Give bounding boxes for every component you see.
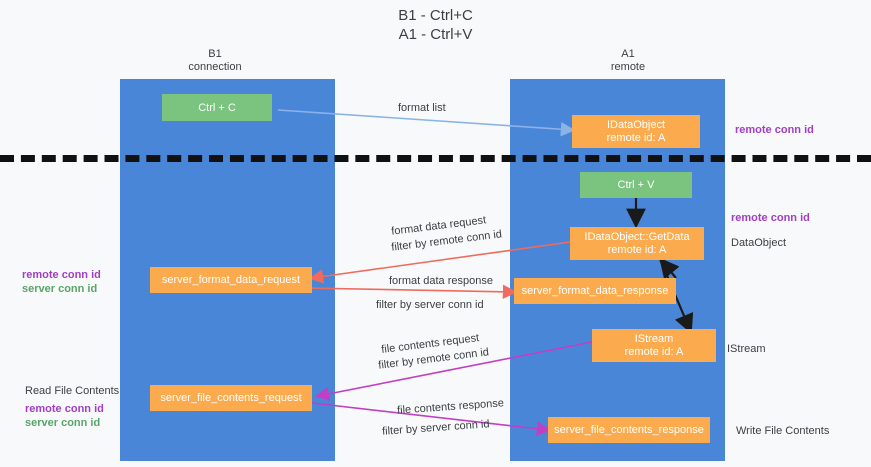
box-istream-line1: IStream bbox=[634, 333, 674, 345]
annotation-left-remote-conn-id-2: remote conn id bbox=[25, 403, 104, 415]
box-server-file-contents-request-label: server_file_contents_request bbox=[160, 392, 302, 404]
box-idataobject-line1: IDataObject bbox=[606, 119, 666, 131]
annotation-left-server-conn-id-2: server conn id bbox=[25, 417, 101, 429]
box-server-format-data-request-label: server_format_data_request bbox=[161, 274, 301, 286]
lane-header-a1: A1 remote bbox=[568, 48, 688, 74]
box-getdata-line1: IDataObject::GetData bbox=[584, 231, 690, 243]
box-idataobject[interactable]: IDataObject remote id: A bbox=[572, 115, 700, 148]
lane-header-a1-name: A1 bbox=[621, 48, 635, 60]
box-getdata[interactable]: IDataObject::GetData remote id: A bbox=[570, 227, 704, 260]
edge-label-fileres-prefix: filter by bbox=[381, 423, 418, 438]
box-server-file-contents-request[interactable]: server_file_contents_request bbox=[150, 385, 312, 411]
annotation-write-file-contents: Write File Contents bbox=[736, 425, 830, 437]
edge-label-format-data-response-line1: format data response bbox=[389, 275, 493, 287]
annotation-left-remote-conn-id: remote conn id bbox=[22, 269, 101, 281]
edge-label-format-list: format list bbox=[398, 102, 446, 114]
box-server-file-contents-response-label: server_file_contents_response bbox=[554, 424, 704, 436]
edge-label-format-data-response-line2: filter by server conn id bbox=[376, 298, 484, 312]
title-line-2: A1 - Ctrl+V bbox=[398, 26, 473, 43]
edge-label-filereq-prefix: filter by bbox=[377, 355, 415, 372]
box-server-format-data-response-label: server_format_data_response bbox=[521, 285, 669, 297]
edge-label-fmtres-prefix: filter by bbox=[376, 299, 412, 311]
box-server-format-data-request[interactable]: server_format_data_request bbox=[150, 267, 312, 293]
box-ctrl-v[interactable]: Ctrl + V bbox=[580, 172, 692, 198]
edge-label-file-contents-response-line1: file contents response bbox=[396, 397, 505, 417]
annotation-remote-conn-id-mid: remote conn id bbox=[731, 212, 810, 224]
box-server-file-contents-response[interactable]: server_file_contents_response bbox=[548, 417, 710, 443]
box-istream[interactable]: IStream remote id: A bbox=[592, 329, 716, 362]
box-istream-line2: remote id: A bbox=[624, 346, 684, 358]
page-title: B1 - Ctrl+C A1 - Ctrl+V bbox=[0, 6, 871, 44]
lane-header-a1-role: remote bbox=[610, 61, 646, 73]
annotation-istream: IStream bbox=[727, 343, 766, 355]
box-ctrl-c-label: Ctrl + C bbox=[198, 101, 236, 114]
edge-label-file-contents-response-line2: filter by server conn id bbox=[382, 417, 490, 438]
box-idataobject-line2: remote id: A bbox=[606, 132, 666, 144]
title-line-1: B1 - Ctrl+C bbox=[398, 7, 473, 24]
edge-label-fmtreq-prefix: filter by bbox=[390, 237, 428, 254]
box-getdata-line2: remote id: A bbox=[607, 244, 667, 256]
edge-label-fmtres-key: server conn id bbox=[414, 299, 484, 311]
box-server-format-data-response[interactable]: server_format_data_response bbox=[514, 278, 676, 304]
box-ctrl-v-label: Ctrl + V bbox=[617, 179, 655, 191]
annotation-dataobject: DataObject bbox=[731, 237, 787, 249]
edge-label-fileres-key: server conn id bbox=[420, 418, 490, 436]
annotation-remote-conn-id-top: remote conn id bbox=[735, 124, 814, 136]
phase-divider bbox=[0, 155, 871, 162]
arrow-format-data-response bbox=[304, 284, 518, 299]
lane-header-b1-name: B1 bbox=[208, 48, 222, 60]
annotation-left-server-conn-id: server conn id bbox=[22, 283, 98, 295]
lane-header-b1: B1 connection bbox=[155, 48, 275, 74]
annotation-read-file-contents: Read File Contents bbox=[25, 385, 120, 397]
box-ctrl-c[interactable]: Ctrl + C bbox=[162, 94, 272, 121]
lane-header-b1-role: connection bbox=[188, 61, 242, 73]
